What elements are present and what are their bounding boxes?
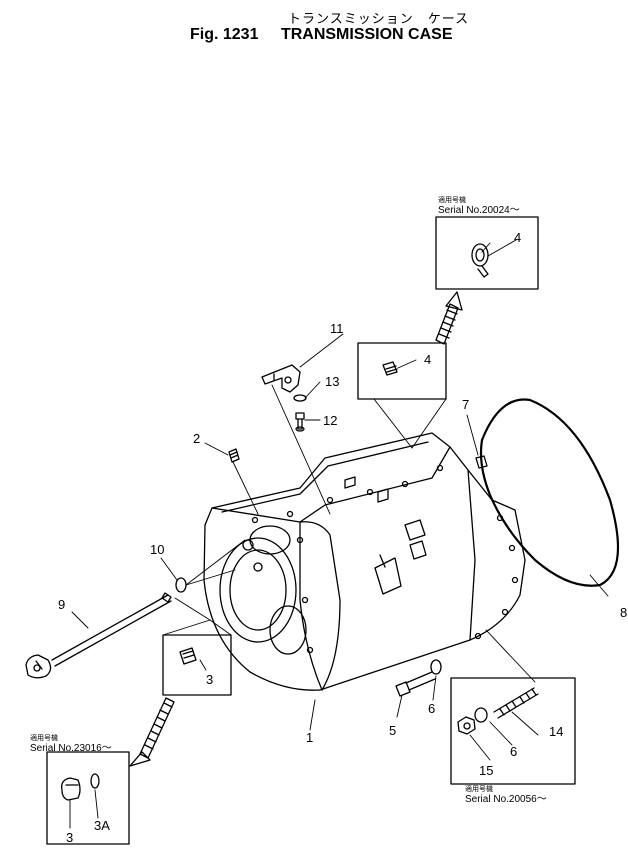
leader-lines bbox=[69, 239, 609, 829]
callout-4-top: 4 bbox=[514, 230, 521, 245]
title-japanese: トランスミッション ケース bbox=[288, 12, 470, 27]
bolt-5 bbox=[395, 671, 436, 697]
arrow-to-left-inset bbox=[129, 697, 175, 767]
plug-4 bbox=[382, 361, 398, 376]
transmission-case bbox=[203, 432, 526, 691]
serial-note-top-jp: 適用号機 bbox=[438, 196, 466, 204]
plug-2 bbox=[228, 448, 240, 463]
callout-1: 1 bbox=[306, 730, 313, 745]
bracket-11 bbox=[261, 364, 301, 393]
nut-15 bbox=[457, 716, 476, 735]
inset-frame-lower-left bbox=[46, 751, 130, 845]
callout-14: 14 bbox=[549, 724, 563, 739]
callout-labels: 1 2 3 3 3A 4 4 5 6 6 7 8 9 10 11 12 13 1… bbox=[58, 230, 627, 845]
inset-frame-top bbox=[435, 216, 539, 290]
serial-note-bottom: 適用号機 Serial No.20056～ bbox=[465, 785, 547, 805]
stud-14 bbox=[493, 687, 539, 719]
o-ring-8 bbox=[479, 398, 620, 587]
arrow-to-top-inset bbox=[435, 291, 463, 345]
serial-note-top: 適用号機 Serial No.20024～ bbox=[438, 196, 520, 216]
page-title: Fig. 1231 TRANSMISSION CASE bbox=[190, 26, 453, 44]
callout-12: 12 bbox=[323, 413, 337, 428]
figure-title: TRANSMISSION CASE bbox=[280, 26, 453, 43]
callout-10: 10 bbox=[150, 542, 164, 557]
bolt-12 bbox=[295, 412, 305, 432]
pin-7 bbox=[475, 455, 488, 469]
rod-9 bbox=[25, 592, 172, 679]
callout-7: 7 bbox=[462, 397, 469, 412]
serial-note-left-jp: 適用号機 bbox=[30, 734, 58, 742]
callout-3-variant: 3 bbox=[66, 830, 73, 845]
bore-large bbox=[219, 537, 297, 643]
callout-6-variant: 6 bbox=[510, 744, 517, 759]
inset-frame-lower-right bbox=[450, 677, 576, 785]
serial-note-left-text: Serial No.23016～ bbox=[30, 743, 112, 754]
callout-5: 5 bbox=[389, 723, 396, 738]
washer-10 bbox=[175, 577, 187, 593]
serial-note-left: 適用号機 Serial No.23016～ bbox=[30, 734, 112, 754]
serial-note-bottom-text: Serial No.20056～ bbox=[465, 794, 547, 805]
plug-3-variant bbox=[61, 777, 81, 801]
callout-13: 13 bbox=[325, 374, 339, 389]
bore-small bbox=[269, 605, 307, 655]
serial-note-bottom-jp: 適用号機 bbox=[465, 785, 493, 793]
callout-4: 4 bbox=[424, 352, 431, 367]
ring-3a bbox=[90, 773, 100, 789]
callout-9: 9 bbox=[58, 597, 65, 612]
inset-frame-upper bbox=[357, 342, 447, 400]
callout-2: 2 bbox=[193, 431, 200, 446]
figure-number: Fig. 1231 bbox=[190, 26, 259, 43]
serial-note-top-text: Serial No.20024～ bbox=[438, 205, 520, 216]
callout-3a: 3A bbox=[94, 818, 110, 833]
callout-6: 6 bbox=[428, 701, 435, 716]
plug-3 bbox=[179, 647, 197, 665]
callout-3: 3 bbox=[206, 672, 213, 687]
washer-13 bbox=[293, 394, 307, 402]
eyebolt-4 bbox=[471, 243, 489, 278]
callout-15: 15 bbox=[479, 763, 493, 778]
callout-11: 11 bbox=[330, 321, 344, 336]
washer-6 bbox=[430, 659, 442, 675]
washer-6-variant bbox=[474, 707, 488, 723]
callout-8: 8 bbox=[620, 605, 627, 620]
inset-frame-left bbox=[162, 634, 232, 696]
